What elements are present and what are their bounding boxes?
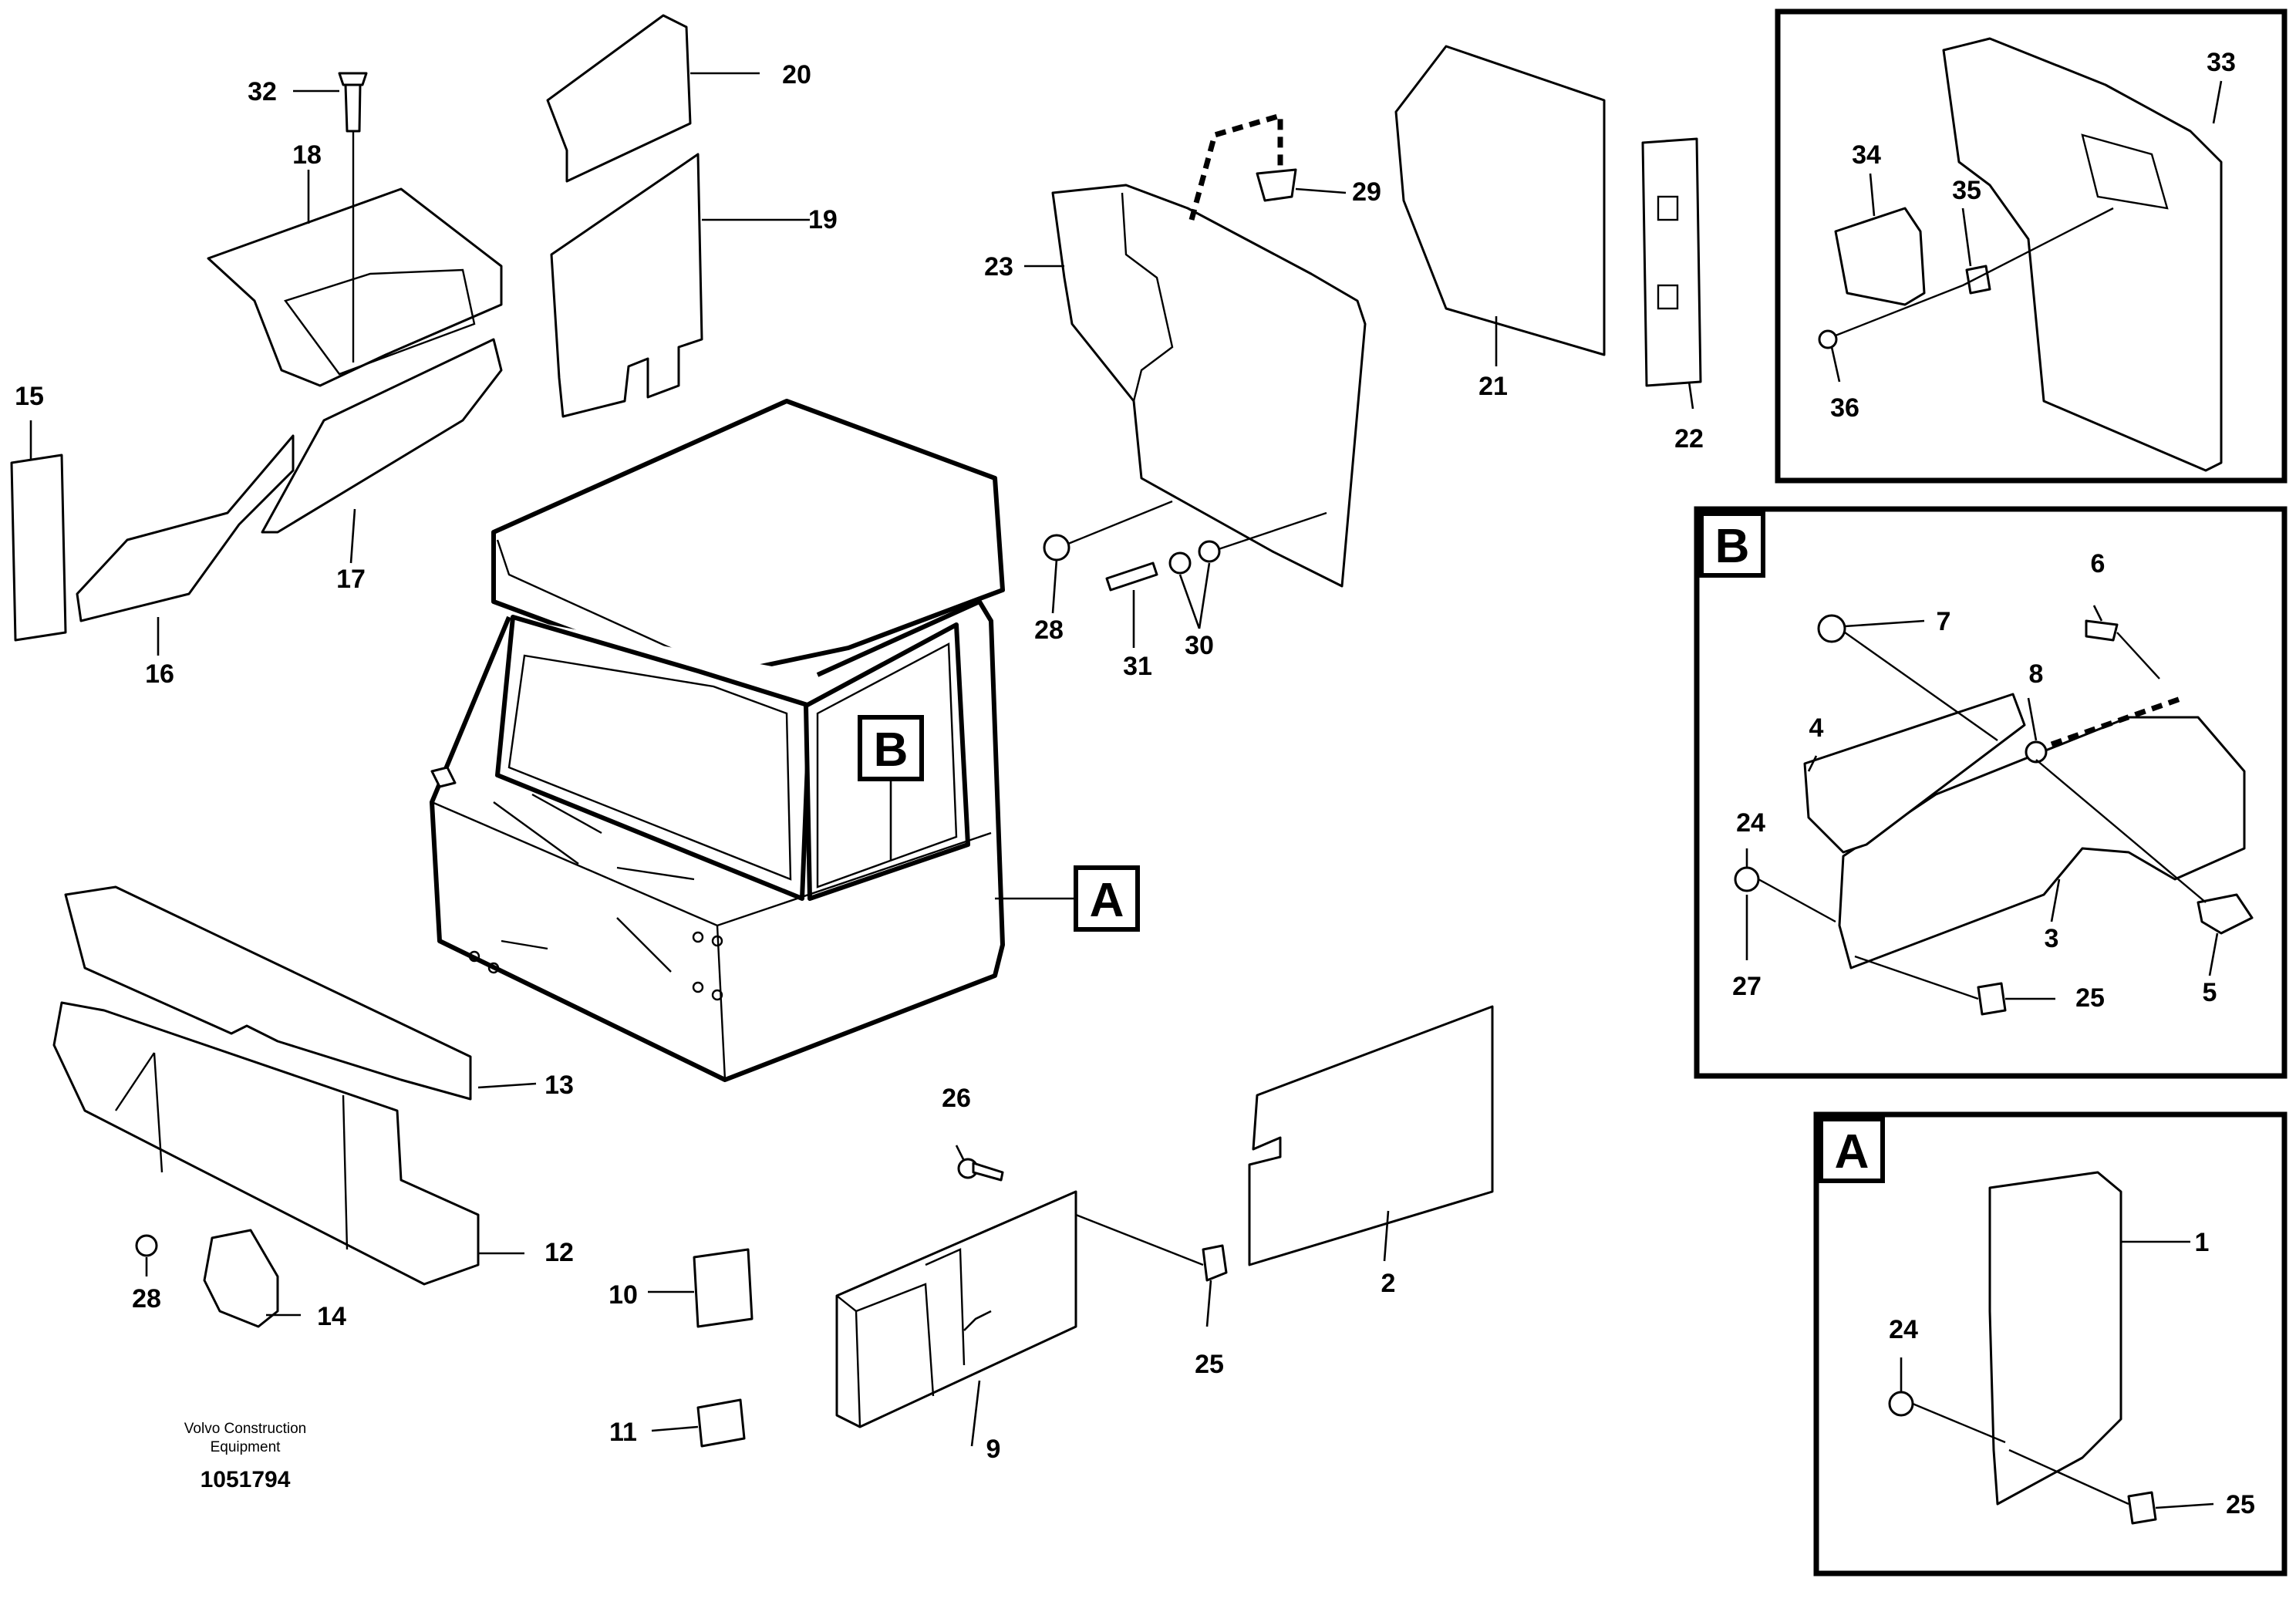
part-25-a [2127, 1491, 2157, 1525]
callout-17: 17 [336, 565, 366, 594]
callout-20: 20 [782, 60, 811, 89]
footer-company-line1: Volvo Construction [184, 1421, 306, 1437]
part-5 [2197, 893, 2254, 935]
callout-2: 2 [1381, 1269, 1396, 1298]
part-14 [203, 1229, 279, 1328]
detail-b-label-box [1699, 511, 1765, 578]
callout-25-b: 25 [2075, 983, 2105, 1013]
leader-lines [29, 72, 2223, 1509]
callout-27: 27 [1732, 972, 1762, 1001]
part-19 [550, 153, 703, 418]
detail-frame-a [1813, 1111, 2288, 1576]
cab-pointer-b-box [858, 715, 924, 781]
callout-labels: 32 18 20 19 23 29 21 22 15 16 17 28 31 3… [15, 48, 2255, 1519]
callout-32: 32 [248, 77, 277, 106]
callout-11: 11 [609, 1418, 637, 1447]
callout-34: 34 [1852, 140, 1881, 170]
cab-pointer-a: A [1090, 874, 1124, 927]
part-1 [1988, 1171, 2122, 1506]
part-36 [1818, 329, 1838, 349]
callout-16: 16 [145, 659, 174, 689]
callout-5: 5 [2203, 978, 2217, 1007]
callout-24-a: 24 [1889, 1315, 1918, 1344]
callout-19: 19 [808, 205, 838, 234]
part-11 [696, 1398, 746, 1448]
part-18 [207, 187, 503, 387]
part-9 [835, 1158, 1228, 1428]
footer-drawing-number: 1051794 [201, 1467, 291, 1492]
part-10 [693, 1248, 754, 1328]
footer: Volvo Construction Equipment 1051794 [184, 1421, 306, 1492]
callout-14: 14 [317, 1302, 346, 1331]
callout-26: 26 [942, 1084, 971, 1113]
callout-3: 3 [2045, 924, 2059, 953]
part-6 [2085, 619, 2119, 642]
part-30-a [1168, 551, 1192, 575]
callout-28-lower: 28 [132, 1284, 161, 1313]
callout-35: 35 [1952, 176, 1981, 205]
part-4 [1803, 693, 2026, 854]
callout-24-b: 24 [1736, 808, 1765, 838]
part-21 [1394, 45, 1606, 356]
callout-7: 7 [1937, 607, 1951, 636]
part-22 [1641, 137, 1702, 387]
callout-18: 18 [292, 140, 322, 170]
callout-31: 31 [1123, 652, 1152, 681]
callout-9: 9 [986, 1435, 1001, 1464]
callout-8: 8 [2029, 659, 2044, 689]
callout-28-upper: 28 [1034, 615, 1064, 645]
detail-frame-b [1694, 506, 2288, 1079]
callout-22: 22 [1674, 424, 1704, 454]
part-24-a [1888, 1391, 1914, 1417]
callout-25-a: 25 [2226, 1490, 2255, 1519]
part-33 [1942, 37, 2223, 472]
footer-company-line2: Equipment [211, 1439, 282, 1455]
part-29 [1256, 168, 1297, 202]
part-17 [261, 338, 503, 534]
part-25-b [1977, 982, 2007, 1016]
part-12 [52, 1001, 480, 1286]
detail-a-label-box [1819, 1117, 1885, 1183]
callout-15: 15 [15, 382, 44, 411]
cab-pointer-b: B [874, 723, 909, 777]
part-15 [10, 454, 67, 642]
cab-pointer-a-box [1074, 865, 1140, 932]
callout-33: 33 [2207, 48, 2236, 77]
part-28-upper [1043, 534, 1070, 561]
part-16 [76, 434, 295, 622]
callout-12: 12 [544, 1238, 574, 1267]
detail-b-label: B [1715, 520, 1750, 573]
part-23 [1051, 184, 1367, 588]
callout-4: 4 [1809, 713, 1824, 743]
callout-13: 13 [544, 1071, 574, 1100]
part-31 [1105, 561, 1158, 592]
part-32 [338, 72, 368, 363]
callout-36: 36 [1830, 393, 1859, 423]
part-8 [2025, 740, 2048, 764]
callout-29: 29 [1352, 177, 1381, 207]
callout-21: 21 [1478, 372, 1508, 401]
part-2 [1248, 1005, 1494, 1266]
part-35 [1965, 265, 1991, 295]
part-20 [546, 14, 692, 183]
callout-6: 6 [2091, 549, 2106, 578]
detail-frame-top [1775, 8, 2288, 484]
callout-30: 30 [1185, 631, 1214, 660]
part-34 [1834, 207, 1926, 306]
part-13 [64, 885, 472, 1101]
part-30-b [1198, 540, 1221, 563]
callout-23: 23 [984, 252, 1013, 282]
callout-10: 10 [609, 1280, 638, 1310]
part-24-b [1734, 866, 1760, 892]
detail-a-label: A [1835, 1125, 1870, 1179]
callout-25: 25 [1195, 1350, 1224, 1379]
part-7 [1817, 614, 1846, 643]
callout-1: 1 [2195, 1228, 2210, 1257]
